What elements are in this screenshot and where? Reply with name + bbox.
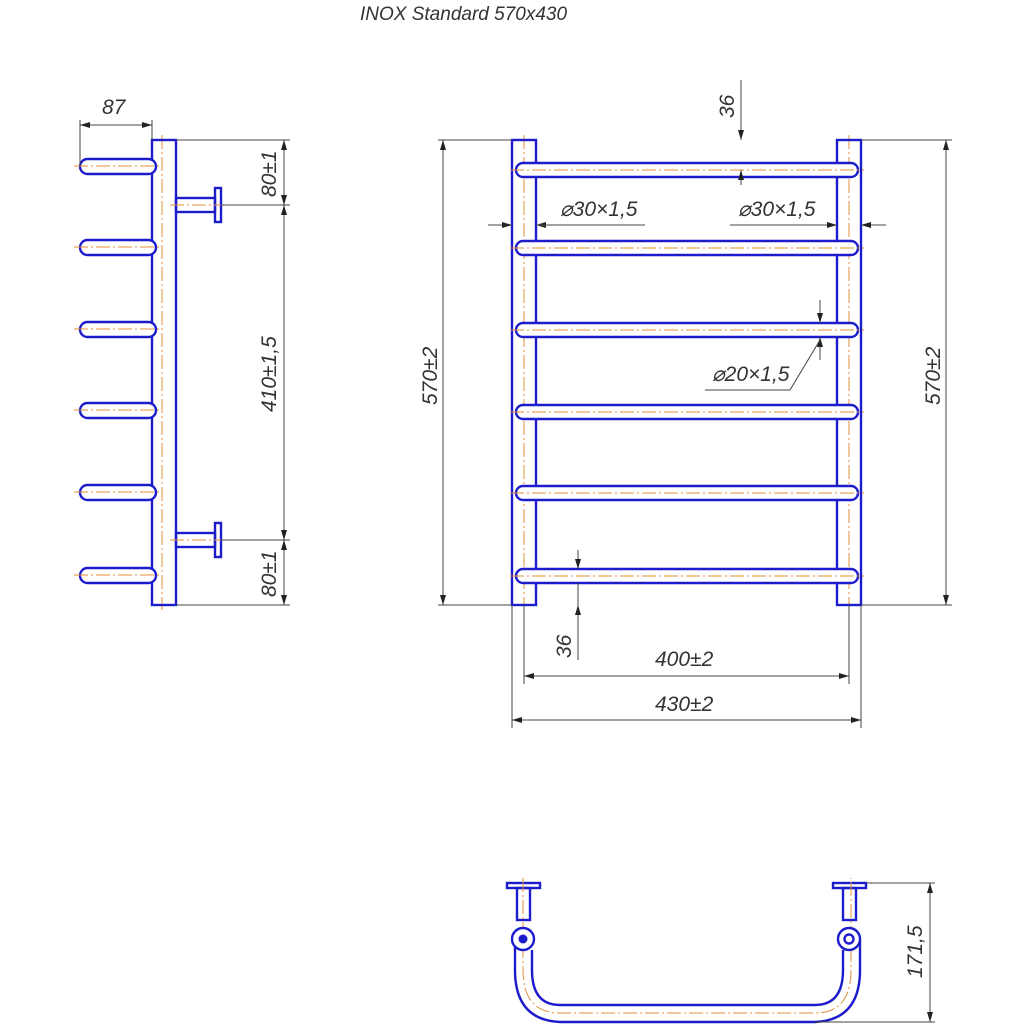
dim-overall-width: 430±2	[655, 693, 714, 716]
dim-rung-pipe: ⌀20×1,5	[712, 363, 790, 386]
front-rungs	[510, 161, 864, 585]
dim-top-offset: 80±1	[258, 150, 281, 197]
side-post	[150, 138, 178, 607]
dim-height-right: 570±2	[922, 346, 945, 405]
dim-depth: 87	[102, 96, 127, 119]
dim-post-pipe-left: ⌀30×1,5	[560, 198, 638, 221]
dim-post-pipe-right: ⌀30×1,5	[738, 198, 816, 221]
dim-bottom-gap: 36	[553, 634, 576, 658]
side-view: 87 80±1 410±1,5 80±1	[74, 96, 290, 610]
drawing-title: INOX Standard 570x430	[360, 4, 567, 25]
front-view: 570±2 570±2 36 ⌀30×1,5 ⌀30×1,5 ⌀20×1,5 3…	[419, 80, 952, 728]
dim-projection: 171,5	[904, 925, 927, 978]
wall-bracket-top	[170, 186, 228, 224]
dim-height-left: 570±2	[419, 346, 442, 405]
dim-center-width: 400±2	[655, 648, 714, 671]
side-rungs	[74, 157, 160, 585]
wall-bracket-bottom	[170, 521, 228, 559]
dim-mount-spacing: 410±1,5	[258, 336, 281, 412]
dim-top-gap: 36	[716, 94, 739, 118]
top-view: 171,5	[505, 878, 935, 1024]
dim-bottom-offset: 80±1	[258, 550, 281, 597]
